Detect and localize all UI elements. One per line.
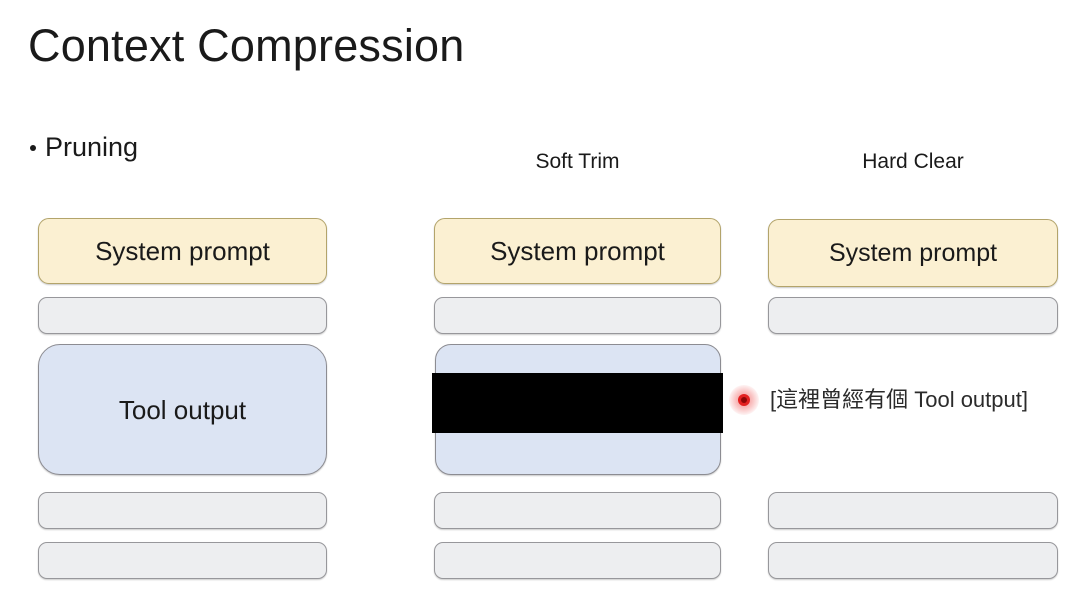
col1-placeholder-row-2	[38, 492, 327, 529]
col2-placeholder-row-3	[434, 542, 721, 579]
col2-placeholder-row-2	[434, 492, 721, 529]
col3-placeholder-row-1	[768, 297, 1058, 334]
col1-tool-output-box: Tool output	[38, 344, 327, 475]
col1-tool-output-label: Tool output	[118, 394, 247, 425]
page-title: Context Compression	[28, 20, 465, 71]
col2-system-prompt-box: System prompt	[434, 218, 721, 284]
removed-tool-output-annotation: [這裡曾經有個 Tool output]	[729, 385, 1028, 415]
column-heading-soft-trim: Soft Trim	[535, 150, 620, 173]
redaction-bar	[432, 373, 723, 433]
col2-system-prompt-label: System prompt	[490, 236, 665, 266]
col3-placeholder-row-3	[768, 542, 1058, 579]
col3-system-prompt-box: System prompt	[768, 219, 1058, 287]
bullet-item-label: Pruning	[45, 132, 139, 162]
red-dot-marker-icon	[729, 385, 759, 415]
bullet-item-pruning: Pruning	[30, 134, 138, 161]
bullet-dot-icon	[30, 144, 36, 151]
col1-placeholder-row-3	[38, 542, 327, 579]
col1-system-prompt-box: System prompt	[38, 218, 327, 284]
col1-placeholder-row-1	[38, 297, 327, 334]
removed-tool-output-note: [這裡曾經有個 Tool output]	[770, 387, 1028, 412]
column-heading-hard-clear: Hard Clear	[862, 150, 964, 173]
col3-system-prompt-label: System prompt	[828, 238, 998, 267]
col1-system-prompt-label: System prompt	[95, 236, 270, 266]
col3-placeholder-row-2	[768, 492, 1058, 529]
col2-placeholder-row-1	[434, 297, 721, 334]
